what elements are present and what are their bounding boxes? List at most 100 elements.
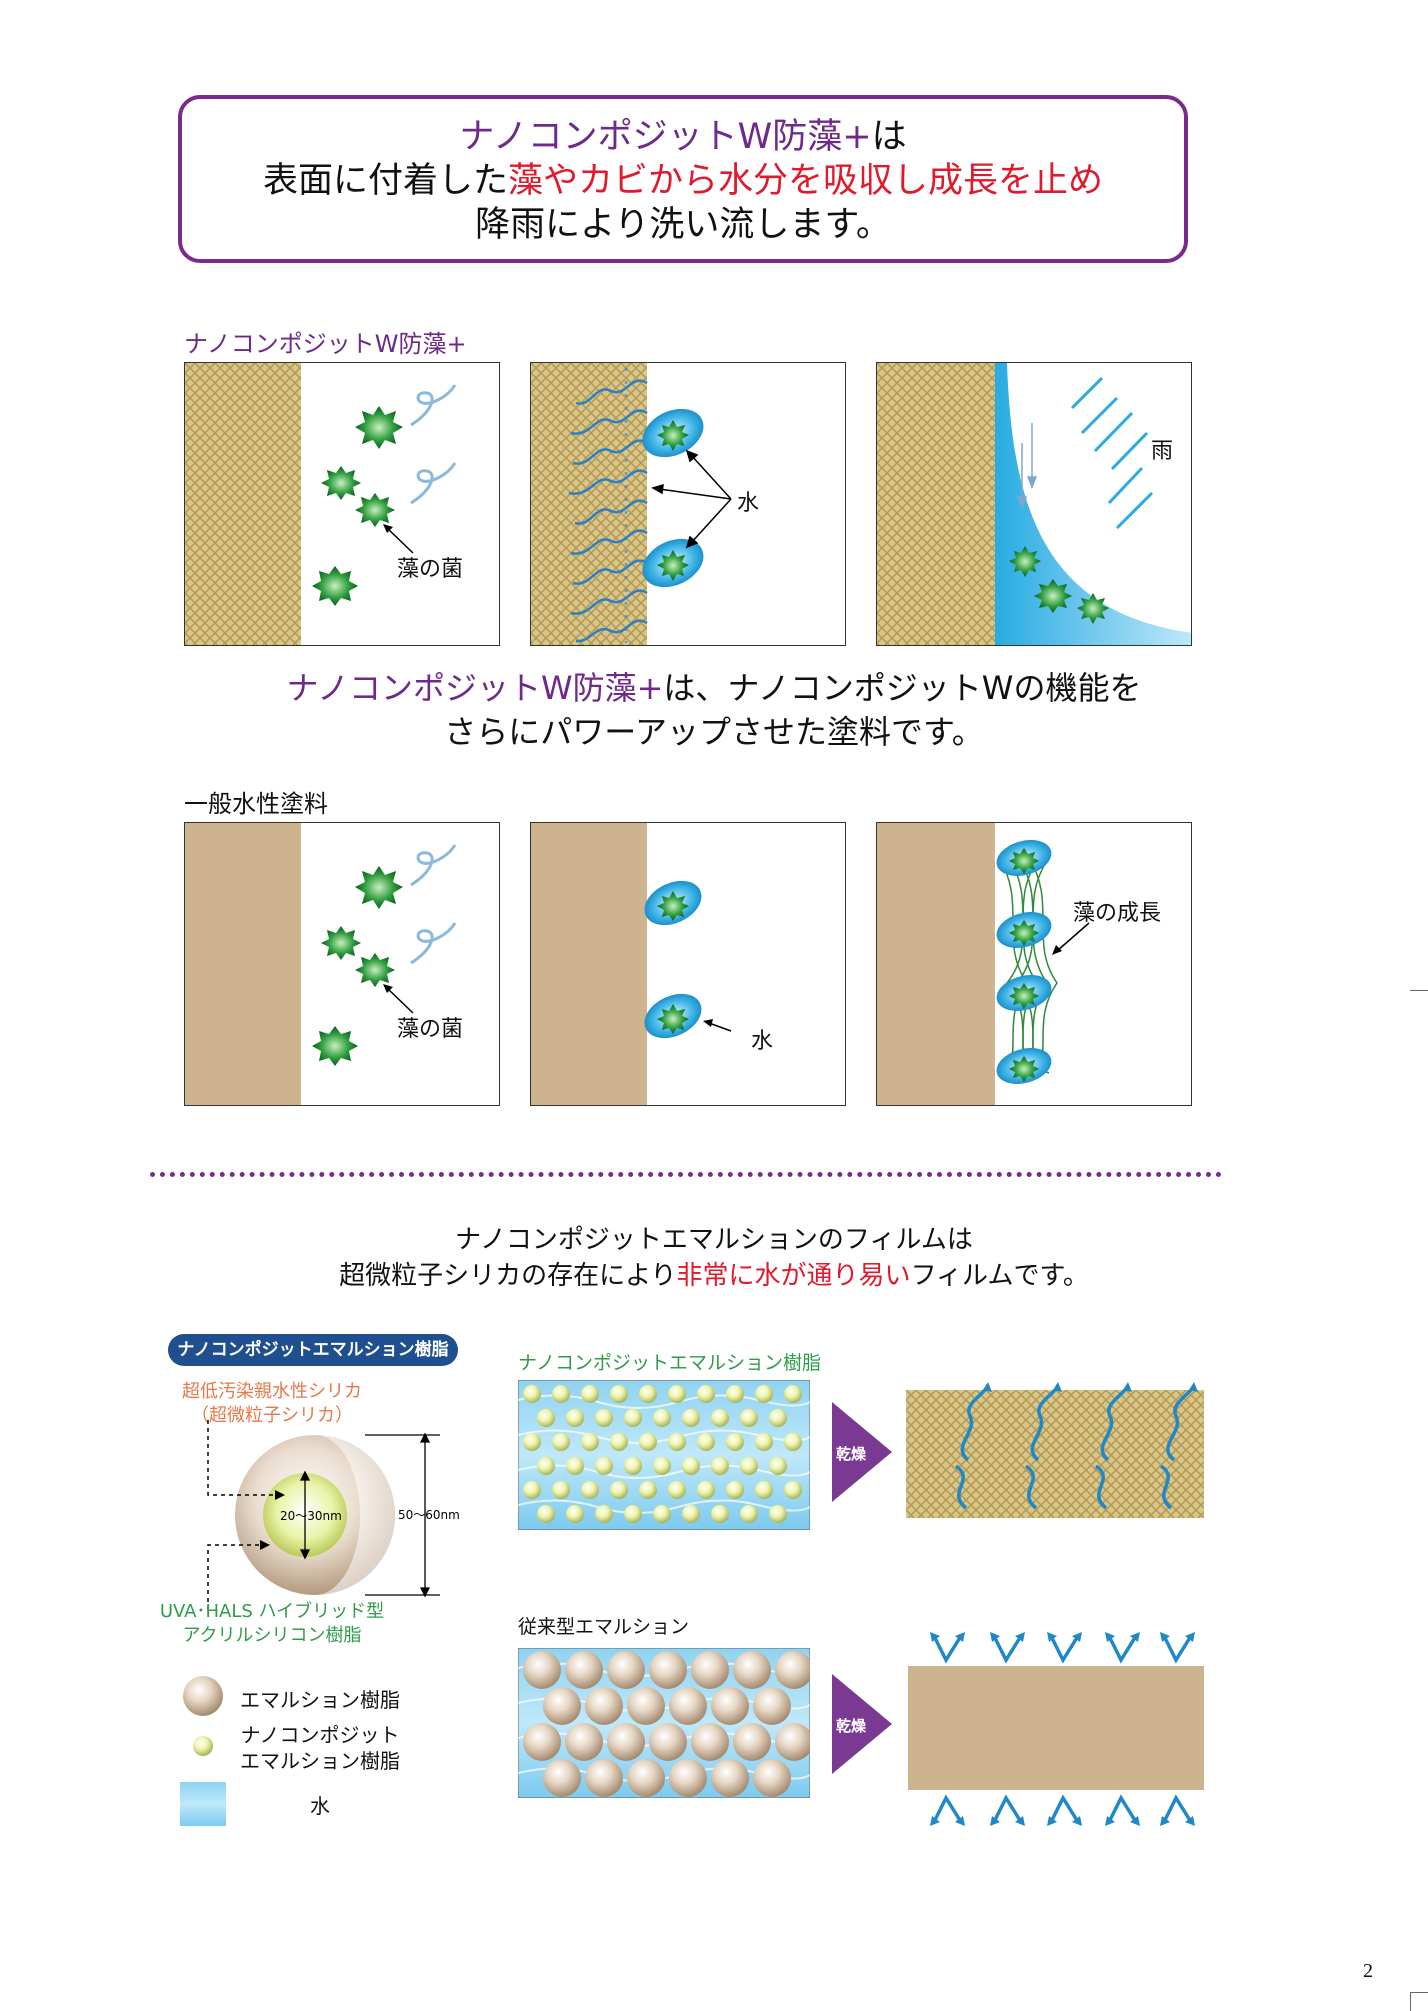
nano-particle [610, 1433, 628, 1451]
emulsion-resin-swatch [183, 1676, 223, 1716]
nano-particle [537, 1505, 555, 1523]
nano-particle [523, 1481, 541, 1499]
middle-line-1: ナノコンポジットW防藻+は、ナノコンポジットWの機能を [0, 666, 1428, 710]
antialgae-panel-1: 藻の菌 [184, 362, 500, 646]
antialgae-panel-2: 水 [530, 362, 846, 646]
headline-box: ナノコンポジットW防藻+は 表面に付着した藻やカビから水分を吸収し成長を止め 降… [178, 95, 1188, 263]
emulsion-particle [691, 1651, 729, 1689]
section-divider [150, 1172, 1222, 1177]
legend-nano-line-1: ナノコンポジット [240, 1723, 400, 1747]
emulsion-particle [711, 1687, 749, 1725]
particle-diagram: 20～30nm 50～60nm [207, 1420, 460, 1610]
emulsion-particle [733, 1723, 771, 1761]
emulsion-particle [733, 1651, 771, 1689]
product-name: ナノコンポジットW防藻+ [459, 117, 872, 157]
standard-panel-3-illustration [877, 823, 1090, 1105]
antialgae-panel-3: 雨 [876, 362, 1192, 646]
emulsion-particle [711, 1759, 749, 1797]
conventional-emulsion-box [518, 1648, 810, 1798]
emulsion-particle [565, 1723, 603, 1761]
middle-line-2: さらにパワーアップさせた塗料です。 [444, 713, 984, 751]
nano-particle [668, 1385, 686, 1403]
legend-water-label: 水 [310, 1794, 330, 1818]
legend-swatches [180, 1676, 226, 1826]
resin-label: UVA･HALS ハイブリッド型 アクリルシリコン樹脂 [152, 1600, 392, 1648]
middle-text: ナノコンポジットW防藻+は、ナノコンポジットWの機能を さらにパワーアップさせた… [0, 666, 1428, 754]
outer-size-label: 50～60nm [398, 1508, 460, 1522]
conventional-emulsion-title: 従来型エマルション [518, 1616, 690, 1638]
algae-label: 藻の菌 [397, 557, 464, 582]
nano-particle [755, 1481, 773, 1499]
dry-arrow-1: 乾燥 [832, 1402, 892, 1502]
emulsion-particle [627, 1759, 665, 1797]
silica-line-1: 超低汚染親水性シリカ [182, 1381, 362, 1402]
headline-line-3: 降雨により洗い流します。 [475, 205, 891, 245]
nano-particle [668, 1433, 686, 1451]
antialgae-panel-3-illustration [877, 363, 1191, 645]
nano-particle [726, 1481, 744, 1499]
emulsion-particle [585, 1687, 623, 1725]
standard-panel-1-illustration [185, 823, 457, 1105]
film-line-2: 超微粒子シリカの存在により非常に水が通り易いフィルムです。 [0, 1258, 1428, 1294]
nano-particle [624, 1409, 642, 1427]
rain-label: 雨 [1151, 439, 1174, 464]
algae-label: 藻の菌 [397, 1017, 464, 1042]
water-blocked-arrow-icon [932, 1635, 1193, 1823]
nano-particle [711, 1505, 729, 1523]
antialgae-panel-2-illustration [531, 363, 732, 645]
emulsion-particle [607, 1651, 645, 1689]
nano-particle [653, 1409, 671, 1427]
nano-particle [523, 1385, 541, 1403]
conventional-film-illustration [908, 1632, 1204, 1826]
water-label: 水 [737, 491, 760, 516]
headline-line-1: ナノコンポジットW防藻+は [182, 115, 1184, 159]
standard-panel-3: 藻の成長 [876, 822, 1192, 1106]
emulsion-particle [565, 1651, 603, 1689]
nano-particle [595, 1505, 613, 1523]
resin-line-2: アクリルシリコン樹脂 [182, 1625, 362, 1646]
emulsion-particle [753, 1687, 791, 1725]
legend-nano-label: ナノコンポジット エマルション樹脂 [240, 1722, 400, 1774]
nano-particle [740, 1409, 758, 1427]
emulsion-particle [669, 1759, 707, 1797]
nano-particle [595, 1409, 613, 1427]
page-number: 2 [1363, 1960, 1373, 1982]
emulsion-particle [523, 1651, 561, 1689]
nano-particle [552, 1385, 570, 1403]
nano-particle [769, 1409, 787, 1427]
nano-particle [581, 1385, 599, 1403]
nano-particle [769, 1505, 787, 1523]
emulsion-particle [775, 1723, 810, 1761]
edge-mark [1410, 1992, 1428, 2011]
headline-highlight: 藻やカビから水分を吸収し成長を止め [508, 161, 1104, 201]
resin-line-1: UVA･HALS ハイブリッド型 [159, 1601, 385, 1622]
nano-particle [769, 1457, 787, 1475]
middle-text-span: は、ナノコンポジットWの機能を [663, 669, 1142, 707]
nano-particle [682, 1457, 700, 1475]
water-pass-arrow-icon [954, 1384, 1196, 1510]
algae-icon [1009, 546, 1109, 624]
legend-nano-line-2: エマルション樹脂 [240, 1749, 400, 1773]
water-drop-icon [644, 880, 702, 1039]
emulsion-particle [775, 1651, 810, 1689]
nano-particle [639, 1385, 657, 1403]
dry-label: 乾燥 [836, 1445, 867, 1463]
nano-particle [784, 1385, 802, 1403]
algae-growth-icon [998, 857, 1058, 1074]
nano-emulsion-pill: ナノコンポジットエマルション樹脂 [168, 1334, 458, 1366]
nano-particle [624, 1505, 642, 1523]
antialgae-panel-1-illustration [185, 363, 457, 645]
legend-emulsion-label: エマルション樹脂 [240, 1688, 400, 1712]
nano-particle [697, 1481, 715, 1499]
nano-particle [523, 1433, 541, 1451]
absorption-wave-icon [568, 368, 648, 643]
film-text-span: フィルムです。 [910, 1261, 1089, 1291]
nano-particle [740, 1505, 758, 1523]
water-drop-icon [996, 840, 1052, 1084]
spore-icon [410, 384, 457, 505]
emulsion-particle [543, 1759, 581, 1797]
nano-particle [639, 1481, 657, 1499]
water-drop-icon [642, 408, 704, 588]
nano-emulsion-title: ナノコンポジットエマルション樹脂 [518, 1352, 822, 1374]
standard-panel-1: 藻の菌 [184, 822, 500, 1106]
